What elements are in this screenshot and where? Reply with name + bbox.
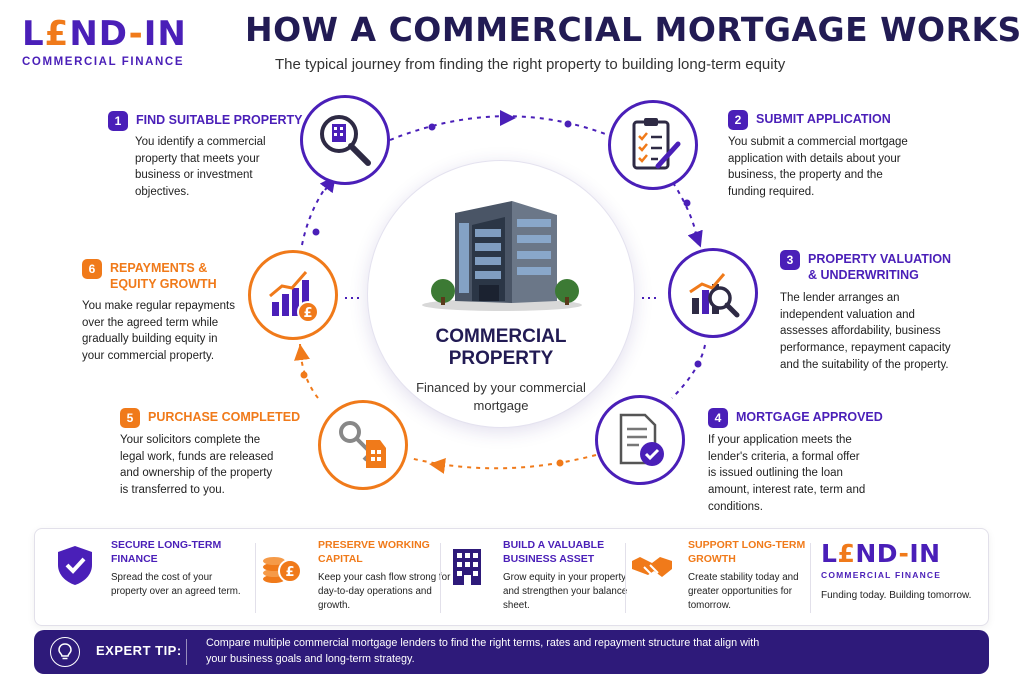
step-1-icon-circle	[300, 95, 390, 185]
approved-document-icon	[619, 413, 664, 466]
tip-separator	[186, 639, 187, 665]
benefit-2-title: PRESERVE WORKING CAPITAL	[318, 539, 430, 565]
step-3-icon-circle	[668, 248, 758, 338]
page-title: HOW A COMMERCIAL MORTGAGE WORKS	[245, 10, 1022, 49]
growth-chart-pound-icon: £	[269, 271, 319, 323]
handshake-icon	[632, 557, 672, 577]
step-4-number: 4	[708, 408, 728, 428]
step-6-title: 6 REPAYMENTS & EQUITY GROWTH	[82, 259, 232, 292]
step-5-number: 5	[120, 408, 140, 428]
step-6-icon-circle: £	[248, 250, 338, 340]
page-subtitle: The typical journey from finding the rig…	[275, 56, 786, 73]
benefit-1-text: Spread the cost of your property over an…	[111, 572, 241, 598]
expert-tip-label: EXPERT TIP:	[96, 643, 182, 658]
magnifier-building-icon	[320, 115, 371, 166]
benefit-1-title: SECURE LONG-TERM FINANCE	[111, 539, 222, 565]
chart-magnifier-icon	[689, 273, 740, 318]
step-2-text: You submit a commercial mortgage applica…	[728, 136, 908, 199]
expert-tip-text: Compare multiple commercial mortgage len…	[206, 637, 760, 665]
center-subtitle: Financed by your commercial mortgage	[416, 380, 586, 413]
svg-text:£: £	[285, 565, 294, 580]
center-title: COMMERCIAL PROPERTY	[435, 326, 567, 369]
step-2-title: 2 SUBMIT APPLICATION	[728, 110, 891, 130]
step-3-number: 3	[780, 250, 800, 270]
step-3-text: The lender arranges an independent valua…	[780, 292, 951, 371]
footer-brand-logo: L£ND-IN COMMERCIAL FINANCE Funding today…	[821, 539, 981, 601]
divider	[440, 543, 441, 613]
brand-logo: L£ND-IN COMMERCIAL FINANCE	[22, 14, 222, 68]
divider	[625, 543, 626, 613]
step-4-title: 4 MORTGAGE APPROVED	[708, 408, 883, 428]
step-3-title: 3 PROPERTY VALUATION & UNDERWRITING	[780, 250, 960, 283]
step-6-number: 6	[82, 259, 102, 279]
step-4-text: If your application meets the lender's c…	[708, 434, 866, 513]
coins-pound-icon: £	[263, 557, 302, 583]
footer-logo-wordmark: L£ND-IN	[821, 539, 941, 568]
benefit-2-text: Keep your cash flow strong for day-to-da…	[318, 572, 451, 612]
svg-text:£: £	[303, 306, 312, 321]
building-icon	[453, 549, 481, 585]
step-1-number: 1	[108, 111, 128, 131]
divider	[255, 543, 256, 613]
center-property-circle: COMMERCIAL PROPERTY Financed by your com…	[367, 160, 635, 428]
step-6-text: You make regular repayments over the agr…	[82, 300, 235, 363]
step-5-title: 5 PURCHASE COMPLETED	[120, 408, 300, 428]
step-5-text: Your solicitors complete the legal work,…	[120, 434, 274, 497]
step-2-icon-circle	[608, 100, 698, 190]
divider	[810, 543, 811, 613]
step-5-icon-circle	[318, 400, 408, 490]
benefit-3-title: BUILD A VALUABLE BUSINESS ASSET	[503, 539, 605, 565]
step-4-icon-circle	[595, 395, 685, 485]
logo-wordmark: L£ND-IN	[22, 14, 187, 54]
shield-check-icon	[58, 546, 92, 585]
step-2-number: 2	[728, 110, 748, 130]
benefits-panel: SECURE LONG-TERM FINANCE Spread the cost…	[34, 528, 989, 626]
logo-subtitle: COMMERCIAL FINANCE	[22, 56, 185, 68]
step-1-text: You identify a commercial property that …	[135, 136, 266, 199]
clipboard-checklist-icon	[632, 118, 681, 170]
lightbulb-icon	[50, 637, 80, 667]
office-building-illustration	[422, 201, 582, 311]
expert-tip-bar: EXPERT TIP: Compare multiple commercial …	[34, 630, 989, 674]
keys-icon	[339, 421, 386, 468]
brand-tagline: Funding today. Building tomorrow.	[821, 590, 972, 601]
step-1-title: 1 FIND SUITABLE PROPERTY	[108, 111, 302, 131]
footer-logo-subtitle: COMMERCIAL FINANCE	[821, 570, 942, 580]
benefit-4-title: SUPPORT LONG-TERM GROWTH	[688, 539, 806, 565]
benefit-3-text: Grow equity in your property and strengt…	[503, 572, 628, 612]
benefit-4-text: Create stability today and greater oppor…	[688, 572, 799, 612]
